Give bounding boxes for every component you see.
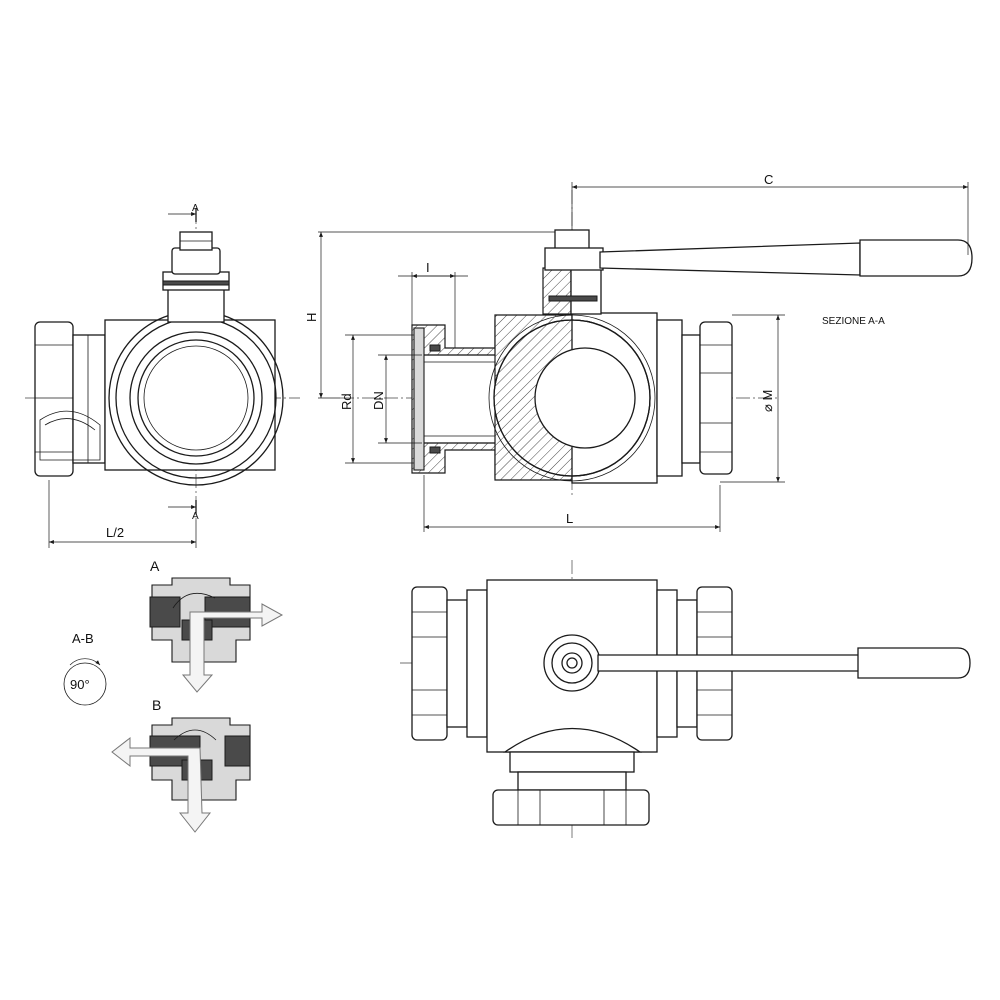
top-view (400, 560, 971, 840)
position-b-label: B (152, 697, 161, 713)
dim-dn: DN (371, 391, 386, 410)
side-view: A A L/2 (25, 203, 300, 548)
dim-l: L (566, 511, 573, 526)
rotation-title: A-B (72, 631, 94, 646)
rotation-angle: 90° (70, 677, 90, 692)
section-mark-bottom: A (192, 511, 199, 522)
section-title: SEZIONE A-A (822, 316, 885, 327)
position-a-label: A (150, 558, 160, 574)
dim-i: I (426, 260, 430, 275)
section-view: C I H Rd DN ⌀ M L SEZIONE A-A (304, 172, 973, 532)
flow-diagram-b: B (111, 697, 251, 833)
section-mark-top: A (192, 203, 199, 214)
flow-diagram-a: A (149, 558, 284, 693)
dim-m: ⌀ M (760, 390, 775, 412)
dim-c: C (764, 172, 773, 187)
dim-l-half: L/2 (106, 525, 124, 540)
rotation-indicator: A-B 90° (63, 631, 107, 706)
dim-h: H (304, 313, 319, 322)
dim-rd: Rd (339, 393, 354, 410)
